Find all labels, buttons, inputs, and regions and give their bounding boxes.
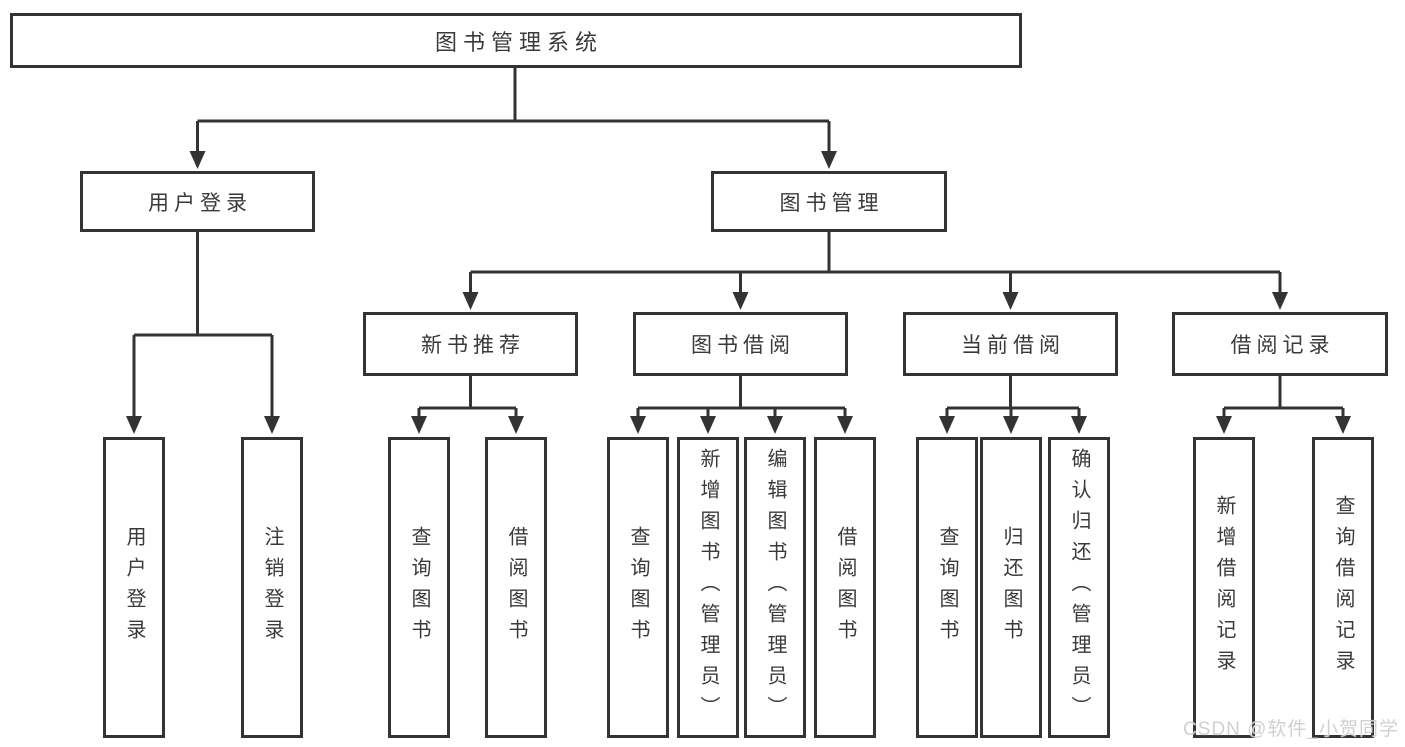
leaf-add-borrow-record: 新增借阅记录 — [1193, 437, 1255, 738]
leaf-edit-books-admin: 编辑图书（管理员） — [744, 437, 806, 738]
leaf-add-books-admin: 新增图书（管理员） — [677, 437, 739, 738]
node-book-borrowing-label: 图书借阅 — [691, 334, 795, 357]
leaf-query-books-current: 查询图书 — [916, 437, 978, 738]
leaf-borrow-books: 借阅图书 — [814, 437, 876, 738]
arrowheads — [126, 151, 1351, 434]
node-borrowing-records-label: 借阅记录 — [1230, 334, 1335, 357]
node-borrowing-records: 借阅记录 — [1172, 312, 1388, 376]
node-user-login: 用户登录 — [80, 171, 315, 232]
node-root: 图书管理系统 — [10, 13, 1022, 68]
leaf-logout: 注销登录 — [241, 437, 303, 738]
node-user-login-label: 用户登录 — [148, 191, 252, 215]
leaf-user-login: 用户登录 — [103, 437, 165, 738]
csdn-watermark: CSDN @软件_小贺同学 — [1183, 719, 1399, 740]
leaf-borrow-books-recommend: 借阅图书 — [485, 437, 547, 738]
leaf-return-books: 归还图书 — [980, 437, 1042, 738]
node-current-borrowing: 当前借阅 — [903, 312, 1118, 376]
leaf-query-books-recommend: 查询图书 — [388, 437, 450, 738]
node-book-borrowing: 图书借阅 — [633, 312, 848, 376]
leaf-query-borrow-record: 查询借阅记录 — [1312, 437, 1374, 738]
node-new-book-recommendation: 新书推荐 — [363, 312, 578, 376]
node-book-management: 图书管理 — [711, 171, 947, 232]
node-new-book-recommendation-label: 新书推荐 — [421, 334, 525, 357]
node-book-management-label: 图书管理 — [779, 191, 884, 215]
node-root-label: 图书管理系统 — [434, 29, 603, 55]
leaf-query-books-borrowing: 查询图书 — [607, 437, 669, 738]
node-current-borrowing-label: 当前借阅 — [961, 334, 1065, 357]
leaf-confirm-return-admin: 确认归还（管理员） — [1048, 437, 1110, 738]
